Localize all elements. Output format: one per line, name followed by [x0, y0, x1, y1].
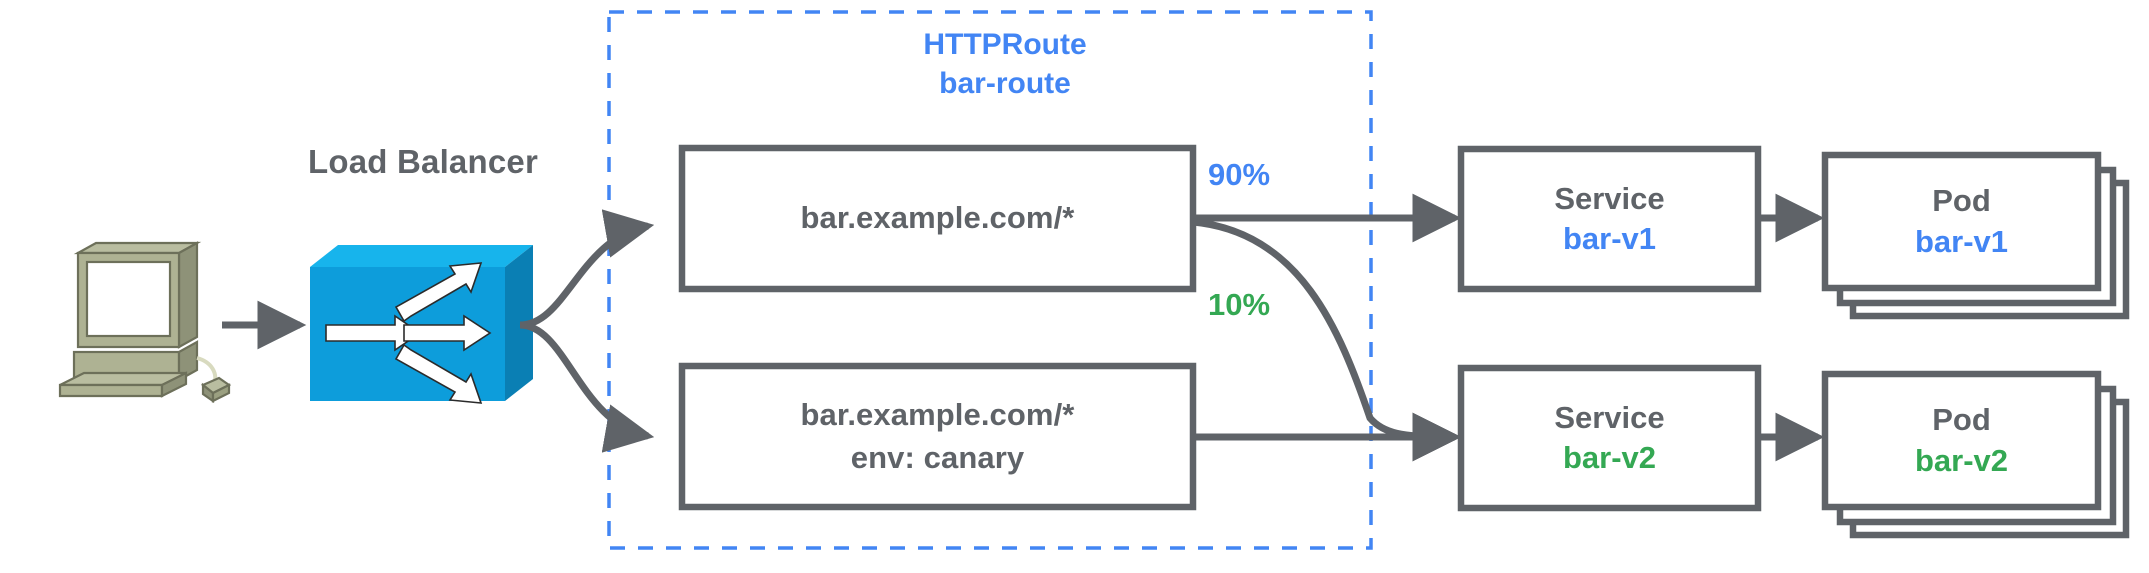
arrow-loadbalancer-to-rule-canary [519, 321, 655, 453]
httproute-dashed-container [607, 10, 1373, 550]
arrow-rule-primary-to-service-v2 [1192, 218, 1462, 462]
rule-box-primary[interactable] [678, 144, 1197, 293]
pod-stack-bar-v2[interactable] [1821, 370, 2130, 539]
service-box-bar-v2[interactable] [1457, 364, 1762, 512]
service-box-bar-v1[interactable] [1457, 145, 1762, 293]
load-balancer-switch-icon [310, 245, 533, 404]
pod-stack-bar-v1[interactable] [1821, 151, 2130, 320]
rule-box-canary[interactable] [678, 362, 1197, 511]
workstation-icon [58, 241, 232, 404]
arrow-loadbalancer-to-rule-primary [519, 209, 655, 329]
